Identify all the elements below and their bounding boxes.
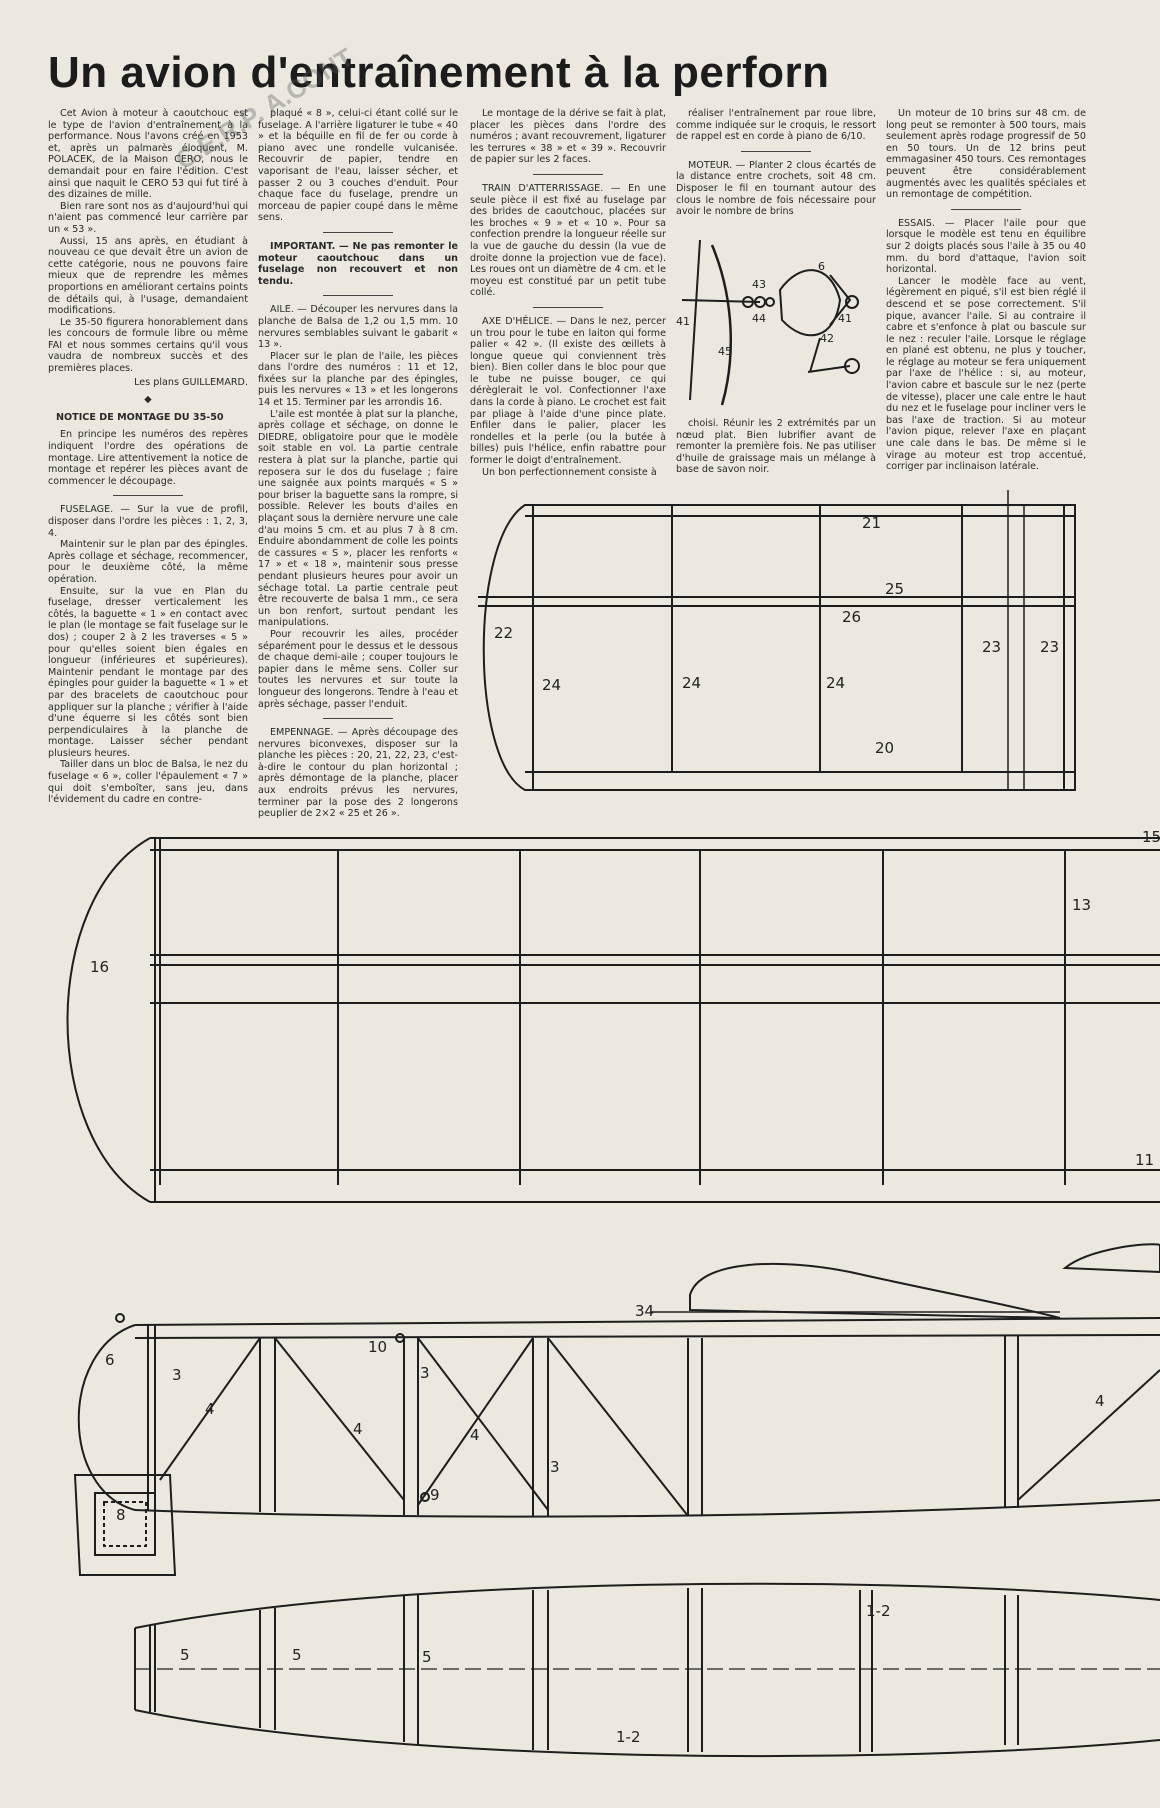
notice-heading: NOTICE DE MONTAGE DU 35-50 (56, 411, 224, 423)
part-label: 24 (682, 674, 701, 692)
part-label: 3 (172, 1366, 182, 1384)
propeller-sketch (681, 239, 860, 406)
part-label: 45 (718, 345, 732, 358)
fuselage-continued-paragraph: plaqué « 8 », celui-ci étant collé sur l… (258, 108, 458, 224)
divider (533, 173, 603, 175)
part-label: 20 (875, 739, 894, 757)
part-label: 23 (982, 638, 1001, 656)
divider (323, 718, 393, 720)
moteur-paragraph: MOTEUR. — Planter 2 clous écartés de la … (676, 159, 876, 218)
wing-labels: 15 13 16 11 (90, 828, 1160, 1169)
axe-paragraph: AXE D'HÉLICE. — Dans le nez, percer un t… (470, 315, 666, 467)
axe-continued-paragraph: réaliser l'entraînement par roue libre, … (676, 108, 876, 143)
divider (533, 306, 603, 308)
essais-paragraph: ESSAIS. — Placer l'aile pour que lorsque… (886, 217, 1086, 276)
text-column-1: Cet Avion à moteur à caoutchouc est le t… (48, 108, 248, 806)
part-label: 10 (368, 1338, 387, 1356)
part-label: 9 (430, 1486, 440, 1504)
diamond-bullet-icon: ◆ (144, 394, 152, 406)
wing-rib-profile (689, 1262, 1061, 1319)
train-paragraph: TRAIN D'ATTERRISSAGE. — En une seule piè… (470, 182, 666, 299)
moteur-tours-paragraph: Un moteur de 10 brins sur 48 cm. de long… (886, 108, 1086, 201)
part-label: 21 (862, 514, 881, 532)
part-label: 41 (838, 312, 852, 325)
axe-paragraph: Un bon perfectionnement consiste à (482, 466, 657, 478)
tail-labels: 21 25 26 22 23 23 24 24 24 20 (494, 514, 1059, 757)
part-label: 4 (353, 1420, 363, 1438)
text-column-4: réaliser l'entraînement par roue libre, … (676, 108, 876, 218)
aile-paragraph: AILE. — Découper les nervures dans la pl… (258, 304, 458, 351)
part-label: 15 (1142, 828, 1160, 846)
divider (323, 295, 393, 297)
text-column-3: Le montage de la dérive se fait à plat, … (470, 108, 666, 478)
fuselage-plan-labels: 8 1-2 5 5 5 1-2 (116, 1506, 891, 1746)
fuselage-paragraph: Tailler dans un bloc de Balsa, le nez du… (48, 759, 248, 806)
part-label: 3 (420, 1364, 430, 1382)
divider (951, 208, 1021, 210)
article-title: Un avion d'entraînement à la perforn (48, 48, 830, 97)
fuselage-plan-view (134, 1582, 1160, 1758)
intro-paragraph: Bien rare sont nos as d'aujourd'hui qui … (48, 200, 248, 235)
intro-paragraph: Cet Avion à moteur à caoutchouc est le t… (48, 108, 248, 201)
part-label: 4 (1095, 1392, 1105, 1410)
part-label: 42 (820, 332, 834, 345)
part-label: 11 (1135, 1151, 1154, 1169)
part-label: 1-2 (616, 1728, 641, 1746)
notice-paragraph: En principe les numéros des repères indi… (48, 429, 248, 487)
tail-plane-plan (478, 490, 1076, 791)
text-column-5: Un moteur de 10 brins sur 48 cm. de long… (886, 108, 1086, 473)
intro-paragraph: Aussi, 15 ans après, en étudiant à nouve… (48, 235, 248, 317)
fuselage-cross-section (73, 1474, 177, 1576)
part-label: 8 (116, 1506, 126, 1524)
propeller-labels: 41 43 44 6 41 45 42 (676, 260, 852, 358)
part-label: 3 (550, 1458, 560, 1476)
divider (113, 495, 183, 497)
fuselage-labels: 34 6 10 3 3 4 4 4 3 9 4 (105, 1302, 1105, 1504)
rib-profile-partial (1062, 1243, 1160, 1274)
aile-paragraph: L'aile est montée à plat sur la planche,… (258, 408, 458, 629)
part-label: 5 (180, 1646, 190, 1664)
part-label: 6 (818, 260, 825, 273)
part-label: 5 (292, 1646, 302, 1664)
fuselage-side-view (77, 1311, 1160, 1518)
part-label: 4 (470, 1426, 480, 1444)
aile-paragraph: Placer sur le plan de l'aile, les pièces… (258, 350, 458, 409)
part-label: 24 (826, 674, 845, 692)
part-label: 25 (885, 580, 904, 598)
part-label: 13 (1072, 896, 1091, 914)
part-label: 5 (422, 1648, 432, 1666)
part-label: 24 (542, 676, 561, 694)
important-note: IMPORTANT. — Ne pas remonter le moteur c… (258, 240, 458, 287)
fuselage-paragraph: FUSELAGE. — Sur la vue de profil, dispos… (48, 504, 248, 539)
empennage-paragraph: EMPENNAGE. — Après découpage des nervure… (258, 727, 458, 820)
part-label: 22 (494, 624, 513, 642)
part-label: 1-2 (866, 1602, 891, 1620)
part-label: 44 (752, 312, 766, 325)
aile-paragraph: Pour recouvrir les ailes, procéder sépar… (258, 628, 458, 710)
part-label: 34 (635, 1302, 654, 1320)
wing-plan (66, 837, 1160, 1203)
divider (323, 231, 393, 233)
part-label: 23 (1040, 638, 1059, 656)
part-label: 41 (676, 315, 690, 328)
moteur-continued-paragraph: choisi. Réunir les 2 extrémités par un n… (676, 418, 876, 476)
fuselage-paragraph: Maintenir sur le plan par des épingles. … (48, 539, 248, 585)
part-label: 16 (90, 958, 109, 976)
essais-paragraph: Lancer le modèle face au vent, légèremen… (886, 275, 1086, 473)
part-label: 43 (752, 278, 766, 291)
part-label: 6 (105, 1351, 115, 1369)
text-column-2: plaqué « 8 », celui-ci étant collé sur l… (258, 108, 458, 820)
text-column-4-bottom: choisi. Réunir les 2 extrémités par un n… (676, 418, 876, 476)
part-label: 26 (842, 608, 861, 626)
divider (741, 150, 811, 152)
intro-paragraph: Le 35-50 figurera honorablement dans les… (48, 316, 248, 375)
signature: Les plans GUILLEMARD. (134, 376, 248, 388)
fuselage-paragraph: Ensuite, sur la vue en Plan du fuselage,… (48, 585, 248, 759)
part-label: 4 (205, 1400, 215, 1418)
derive-paragraph: Le montage de la dérive se fait à plat, … (470, 108, 666, 166)
